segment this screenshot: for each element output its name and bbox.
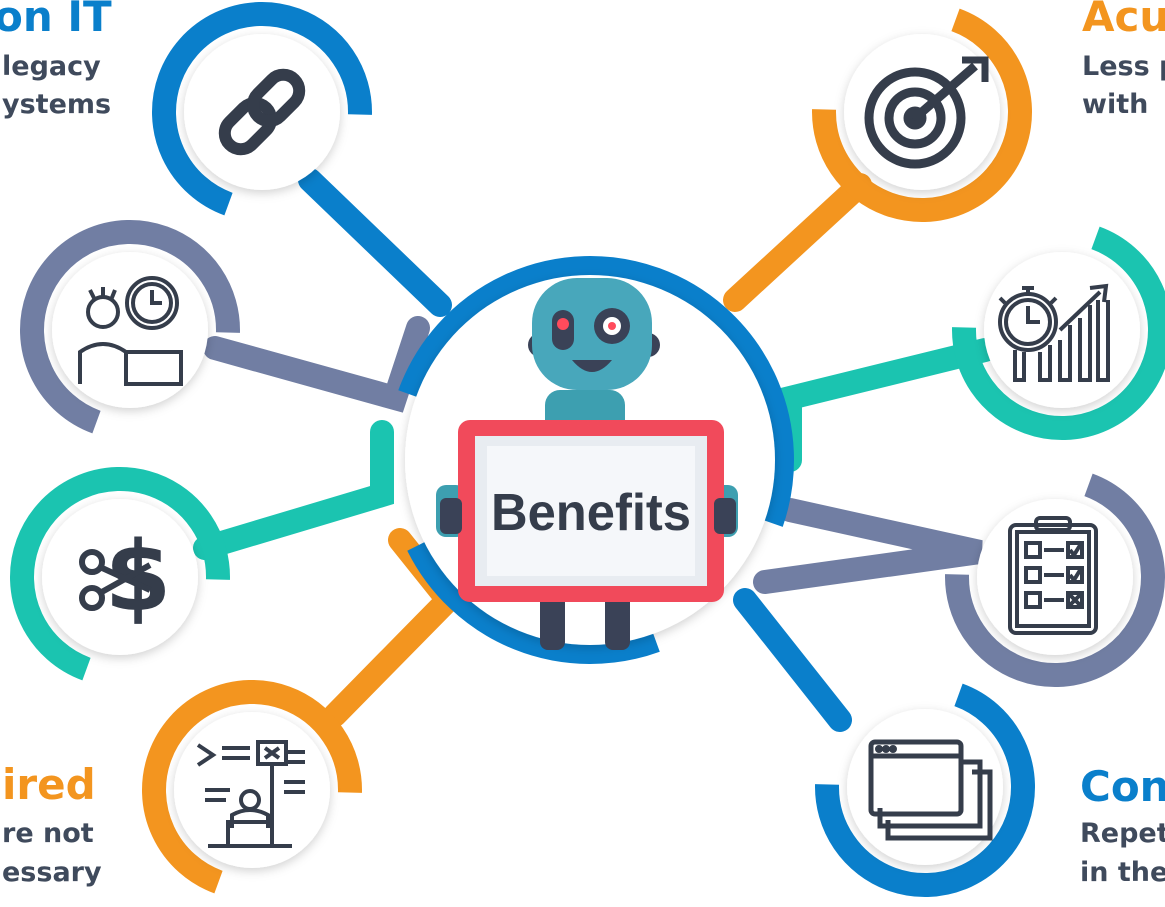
checklist-clipboard-icon — [1008, 516, 1098, 635]
label-top-left-line2: ystems — [2, 89, 112, 120]
chain-link-icon — [218, 68, 306, 156]
label-top-right-line2: with — [1082, 89, 1149, 120]
connector-blue-bottomright — [733, 588, 852, 732]
label-bottom-left-line2: essary — [2, 857, 102, 888]
connector-slate-right — [753, 498, 983, 594]
developer-terminal-icon — [196, 740, 305, 848]
node-stopwatch-growth — [952, 220, 1165, 440]
node-developer-terminal — [142, 680, 362, 900]
connector-teal-right — [778, 338, 997, 472]
node-checklist — [945, 467, 1165, 687]
stressed-worker-clock-icon — [78, 276, 183, 386]
connector-teal-left — [193, 420, 394, 560]
label-bottom-right-line2: in the — [1080, 857, 1165, 888]
label-top-right-line1: Less p — [1082, 51, 1165, 82]
label-bottom-left-line1: re not — [2, 818, 94, 849]
center-benefits-label: Benefits — [491, 484, 691, 542]
label-bottom-right-title: Con — [1080, 762, 1165, 811]
connector-slate-left — [203, 316, 430, 413]
node-stressed-worker — [20, 220, 240, 440]
node-chain-link — [152, 2, 372, 222]
label-top-left-line1: legacy — [2, 51, 101, 82]
label-top-right-title: Acu — [1082, 0, 1165, 41]
label-bottom-right-line1: Repet — [1080, 818, 1165, 849]
robot-mascot-icon — [436, 278, 738, 650]
connector-blue-topleft — [298, 168, 452, 317]
stopwatch-growth-chart-icon — [998, 283, 1110, 382]
connector-orange-topright — [723, 173, 872, 312]
node-cost-cut: $ — [10, 467, 230, 687]
label-bottom-left-title: ired — [2, 760, 96, 809]
target-arrow-icon — [864, 56, 989, 169]
label-top-left-title: on IT — [0, 0, 112, 41]
browser-windows-icon — [868, 739, 993, 841]
